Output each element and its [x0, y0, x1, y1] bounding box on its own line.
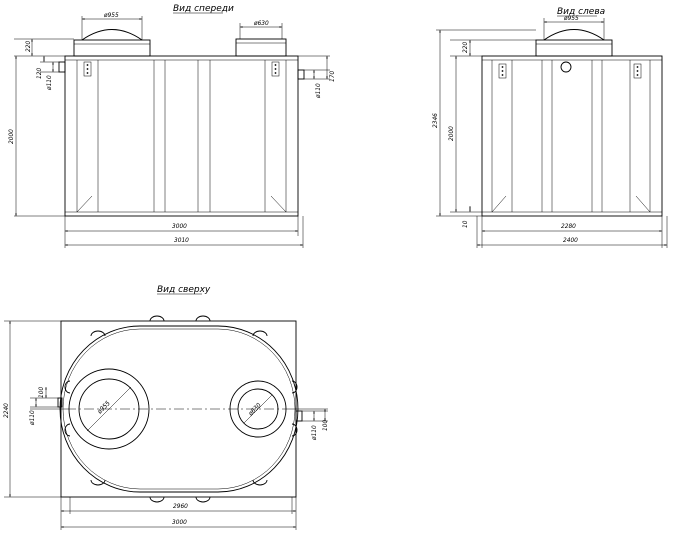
top-dim-d110-right: ø110 [310, 425, 318, 441]
top-view-title: Вид сверху [157, 285, 211, 295]
front-dim-h170: 170 [328, 71, 336, 82]
front-view: Вид спереди [7, 4, 336, 248]
front-neck-small [235, 38, 287, 57]
side-dim-h2000: 2000 [447, 126, 455, 141]
front-view-title: Вид спереди [173, 4, 234, 14]
side-pipe-opening [560, 61, 572, 73]
side-dim-dome: ø955 [563, 14, 579, 22]
top-dim-d955: ø955 [95, 399, 112, 416]
top-body-outline [59, 325, 299, 493]
front-outlet-pipe [297, 69, 305, 80]
front-dim-w3010: 3010 [174, 236, 189, 244]
side-view: Вид слева [431, 7, 668, 248]
side-dim-h2346: 2346 [431, 113, 439, 128]
top-dim-h100-left: 100 [37, 387, 45, 398]
side-tank-body [481, 55, 663, 217]
front-tank-body [64, 55, 299, 217]
top-inlet-pipe [57, 397, 63, 408]
top-dim-d110-left: ø110 [28, 410, 36, 426]
side-dome [543, 29, 605, 41]
front-ribs [76, 60, 287, 213]
front-lifting-eyes [83, 61, 280, 77]
top-outlet-pipe [295, 410, 303, 422]
side-dim-w2280: 2280 [561, 222, 576, 230]
front-inlet-pipe [58, 61, 66, 73]
top-hatch-small [229, 380, 287, 438]
front-dim-d110-left: ø110 [45, 75, 53, 91]
front-dim-dome-large: ø955 [103, 11, 119, 19]
front-dim-h120: 120 [35, 68, 43, 79]
side-dim-h220: 220 [461, 42, 469, 53]
top-hatch-large [68, 368, 150, 450]
top-dim-w2960: 2960 [173, 502, 188, 510]
front-dim-w3000: 3000 [172, 222, 187, 230]
side-neck [535, 39, 613, 57]
top-view: Вид сверху ø955 [2, 285, 329, 530]
front-dim-d110-right: ø110 [314, 83, 322, 99]
side-lifting-eyes [498, 63, 642, 79]
top-dim-d630: ø630 [246, 401, 263, 418]
side-view-title: Вид слева [557, 7, 605, 17]
front-dim-h2000: 2000 [7, 129, 15, 144]
top-dim-h100-right: 100 [321, 420, 329, 431]
side-dim-w2400: 2400 [563, 236, 578, 244]
top-dim-w3000: 3000 [172, 518, 187, 526]
front-dim-dome-small: ø630 [253, 19, 269, 27]
top-dim-h2240: 2240 [2, 403, 10, 418]
front-dome-large [81, 29, 143, 41]
side-dim-h10: 10 [461, 220, 469, 228]
side-ribs [491, 60, 651, 213]
front-dim-h220: 220 [24, 41, 32, 52]
front-neck-large [73, 39, 151, 57]
